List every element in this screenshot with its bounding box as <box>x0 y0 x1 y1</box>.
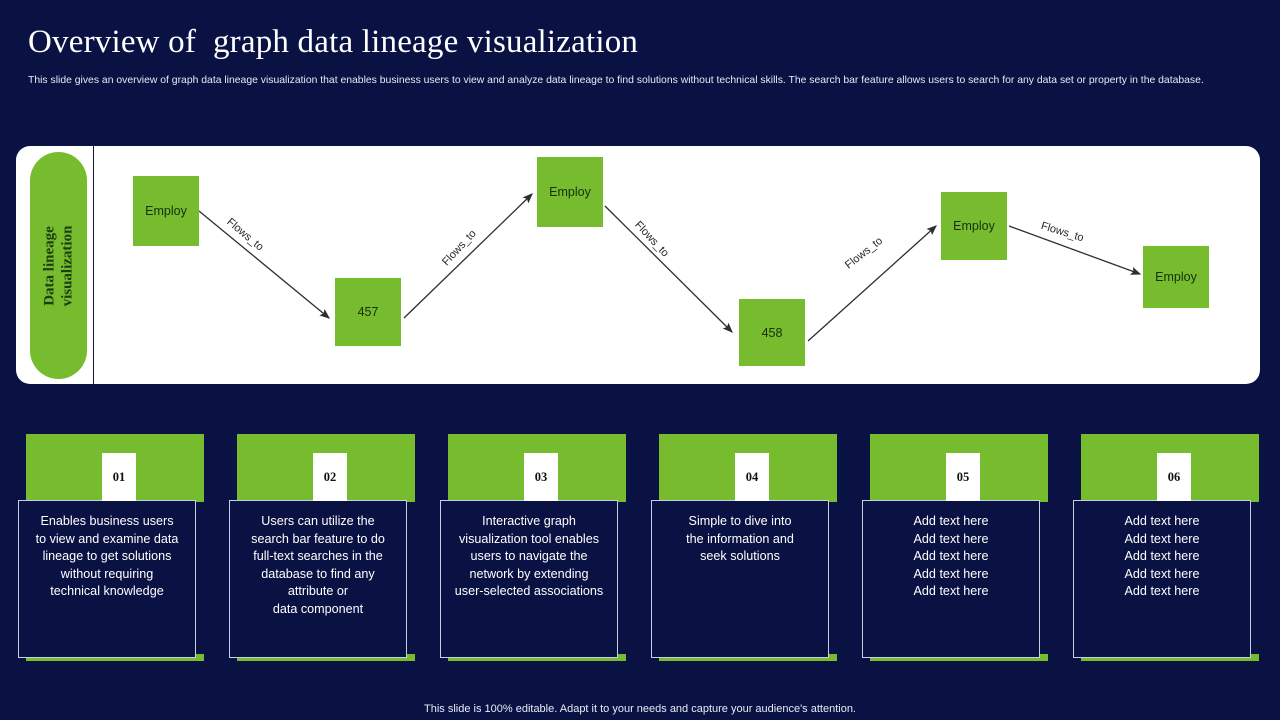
edge-n5-n6 <box>1008 225 1142 275</box>
graph-node[interactable]: Employ <box>537 157 603 227</box>
card-number-badge: 01 <box>102 453 136 501</box>
card-text: Add text here Add text here Add text her… <box>1124 514 1200 598</box>
graph-node[interactable]: Employ <box>133 176 199 246</box>
graph-node[interactable]: 457 <box>335 278 401 346</box>
side-pill-text: Data lineage visualization <box>41 225 76 306</box>
card-number-badge: 03 <box>524 453 558 501</box>
card-body: Add text here Add text here Add text her… <box>1073 500 1251 658</box>
graph-node[interactable]: Employ <box>1143 246 1209 308</box>
edge-n4-n5 <box>807 225 937 342</box>
card-text: Add text here Add text here Add text her… <box>913 514 989 598</box>
edge-n2-n3 <box>403 193 533 319</box>
card-body: Users can utilize the search bar feature… <box>229 500 407 658</box>
card-number-badge: 04 <box>735 453 769 501</box>
feature-card[interactable]: Interactive graph visualization tool ena… <box>440 434 626 662</box>
edge-n3-n4 <box>604 205 733 333</box>
graph-node[interactable]: 458 <box>739 299 805 366</box>
card-body: Add text here Add text here Add text her… <box>862 500 1040 658</box>
card-number-badge: 06 <box>1157 453 1191 501</box>
card-number-badge: 02 <box>313 453 347 501</box>
card-body: Interactive graph visualization tool ena… <box>440 500 618 658</box>
panel-divider <box>93 146 94 384</box>
card-text: Simple to dive into the information and … <box>686 514 794 563</box>
feature-card[interactable]: Users can utilize the search bar feature… <box>229 434 415 662</box>
lineage-graph <box>198 193 1142 342</box>
side-pill-shape <box>30 152 87 379</box>
card-body: Enables business users to view and exami… <box>18 500 196 658</box>
edge-n1-n2 <box>198 210 331 319</box>
feature-card[interactable]: Enables business users to view and exami… <box>18 434 204 662</box>
feature-card[interactable]: Simple to dive into the information and … <box>651 434 837 662</box>
card-body: Simple to dive into the information and … <box>651 500 829 658</box>
card-number-badge: 05 <box>946 453 980 501</box>
page-title: Overview of graph data lineage visualiza… <box>28 24 639 60</box>
card-text: Interactive graph visualization tool ena… <box>454 514 604 598</box>
graph-node[interactable]: Employ <box>941 192 1007 260</box>
card-text: Users can utilize the search bar feature… <box>251 514 385 616</box>
feature-card[interactable]: Add text here Add text here Add text her… <box>1073 434 1259 662</box>
card-text: Enables business users to view and exami… <box>35 514 179 598</box>
diagram-panel <box>16 146 1260 384</box>
feature-card[interactable]: Add text here Add text here Add text her… <box>862 434 1048 662</box>
graph-edges <box>198 193 1142 342</box>
side-pill-label: Data lineage visualization <box>30 152 87 379</box>
footer-note: This slide is 100% editable. Adapt it to… <box>424 703 856 715</box>
page-subtitle: This slide gives an overview of graph da… <box>28 75 1204 86</box>
